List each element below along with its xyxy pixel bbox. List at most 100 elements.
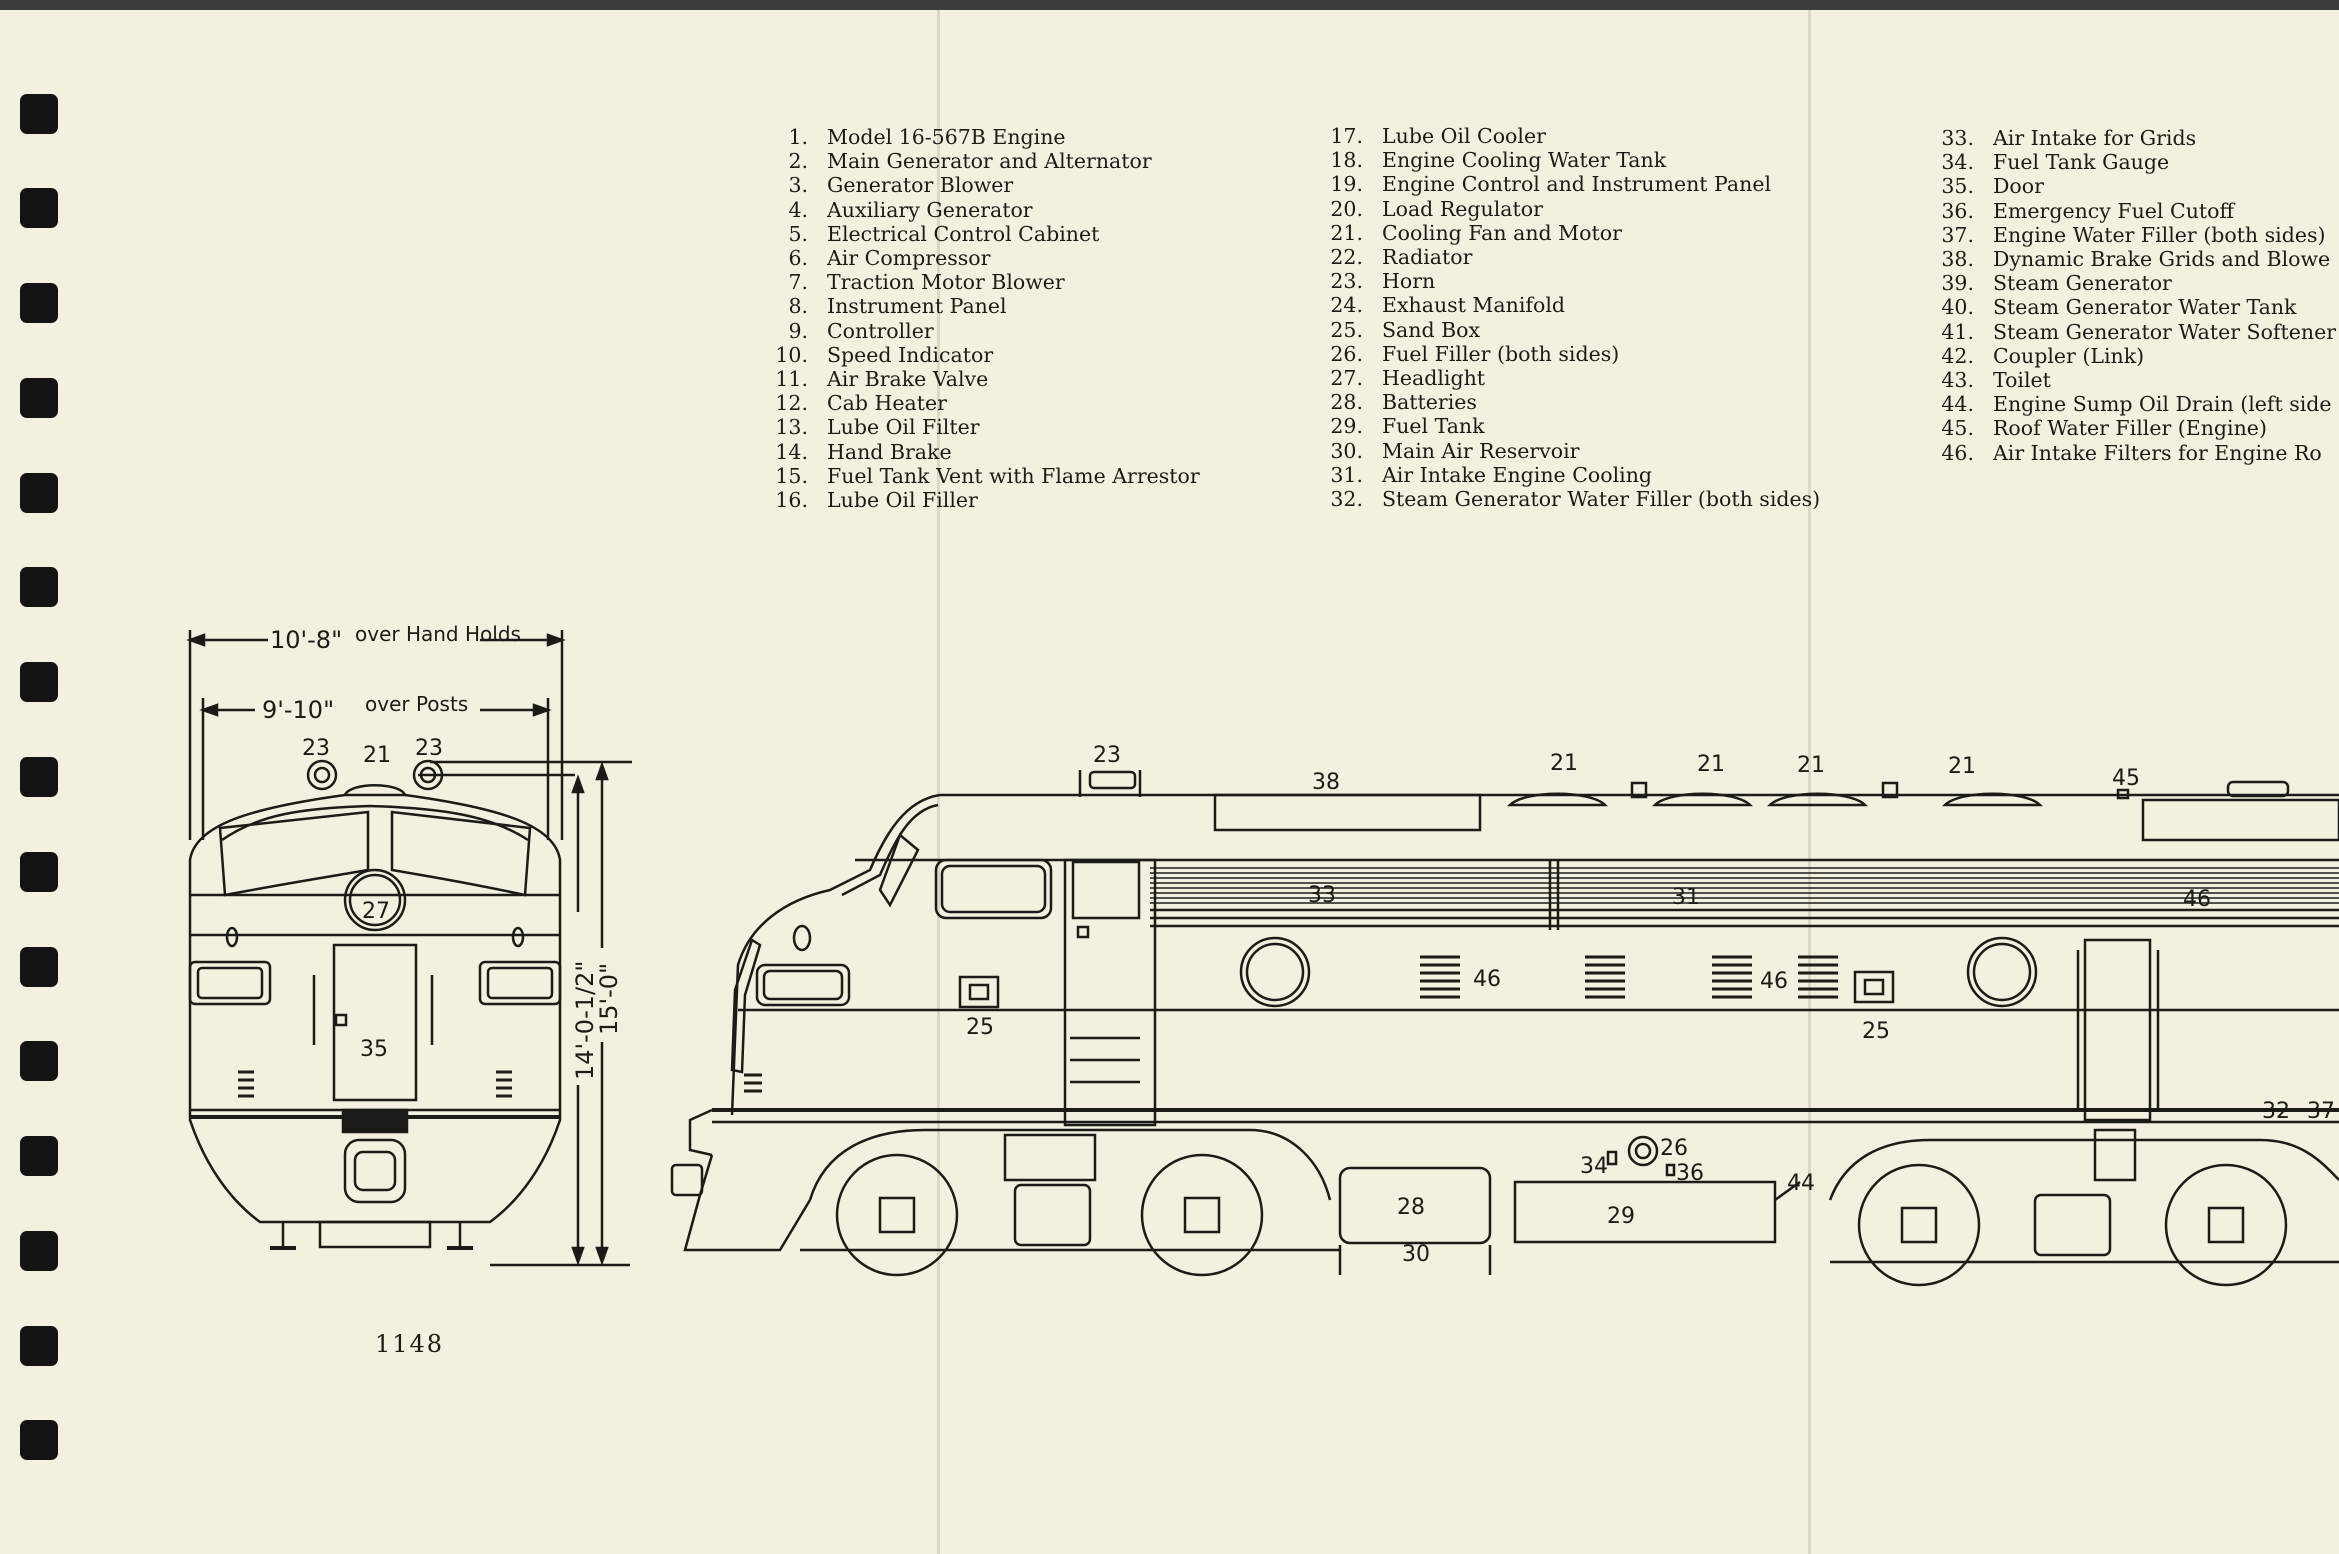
legend-item-number: 15. (775, 463, 808, 488)
binder-hole (20, 947, 58, 987)
callout-fuel-filler: 26 (1660, 1136, 1688, 1161)
legend-item-number: 20. (1330, 196, 1363, 221)
callout-horn-right: 23 (415, 736, 443, 761)
legend-item: 33.Air Intake for Grids (1926, 126, 2339, 150)
binder-hole (20, 94, 58, 134)
legend-item-number: 3. (788, 173, 808, 198)
callout-fan-4: 21 (1948, 754, 1976, 779)
legend-item-label: Lube Oil Cooler (1382, 124, 1546, 148)
legend-item-label: Instrument Panel (827, 294, 1007, 319)
legend-item: 19.Engine Control and Instrument Panel (1318, 172, 1820, 196)
legend-item-label: Steam Generator Water Tank (1993, 295, 2297, 320)
legend-item-number: 40. (1941, 295, 1974, 320)
callout-main-air-reservoir: 30 (1402, 1242, 1430, 1267)
legend-item-label: Radiator (1382, 245, 1473, 270)
callout-roof-water-filler: 45 (2112, 766, 2140, 791)
legend-item: 6.Air Compressor (763, 246, 1200, 270)
legend-item-label: Air Intake Engine Cooling (1382, 462, 1653, 487)
legend-item: 30.Main Air Reservoir (1318, 439, 1820, 463)
legend-item: 42.Coupler (Link) (1926, 344, 2339, 368)
legend-item: 13.Lube Oil Filter (763, 415, 1200, 439)
legend-item: 22. Radiator (1318, 245, 1820, 269)
binder-hole (20, 1326, 58, 1366)
top-edge-bar (0, 0, 2339, 10)
legend-item-label: Engine Control and Instrument Panel (1382, 172, 1772, 197)
callout-steam-generator-filler: 32 (2262, 1099, 2290, 1124)
legend-item: 18.Engine Cooling Water Tank (1318, 148, 1820, 172)
page-fold-line (937, 10, 940, 1554)
legend-item-number: 30. (1330, 438, 1363, 463)
legend-item: 32.Steam Generator Water Filler (both si… (1318, 487, 1820, 511)
legend-item-label: Model 16-567B Engine (827, 125, 1066, 149)
legend-item-number: 7. (788, 270, 808, 295)
legend-item-number: 44. (1941, 392, 1974, 417)
legend-item-label: Cab Heater (827, 391, 947, 416)
legend-item-number: 11. (775, 367, 808, 392)
callout-horn-left: 23 (302, 736, 330, 761)
legend-item-number: 23. (1330, 269, 1363, 294)
callout-fuel-tank: 29 (1607, 1204, 1635, 1229)
binder-hole (20, 1041, 58, 1081)
callout-dynamic-brake-grids: 38 (1312, 770, 1340, 795)
legend-item-number: 16. (775, 488, 808, 513)
rear-truck (1828, 1128, 2339, 1287)
callout-filters-2: 46 (1760, 969, 1788, 994)
callout-air-intake-cooling: 31 (1672, 885, 1700, 910)
legend-item: 37.Engine Water Filler (both sides) (1926, 223, 2339, 247)
legend-item: 21.Cooling Fan and Motor (1318, 221, 1820, 245)
legend-item-number: 29. (1330, 414, 1363, 439)
legend-item-label: Roof Water Filler (Engine) (1993, 416, 2267, 441)
legend-item-number: 8. (788, 294, 808, 319)
callout-filters-1: 46 (1473, 967, 1501, 992)
legend-item-label: Air Compressor (827, 246, 991, 271)
legend-item-label: Air Intake Filters for Engine Ro (1993, 440, 2322, 465)
legend-item: 20.Load Regulator (1318, 197, 1820, 221)
callout-door: 35 (360, 1037, 388, 1062)
legend-item-label: Horn (1382, 269, 1436, 294)
binder-hole (20, 852, 58, 892)
legend-item-number: 33. (1941, 126, 1974, 150)
legend-item-label: Auxiliary Generator (827, 197, 1033, 222)
legend-item-number: 26. (1330, 341, 1363, 366)
height-dimensions (418, 760, 632, 1267)
callout-air-intake-grids: 33 (1308, 883, 1336, 908)
hand-holds-dimension-label: over Hand Holds (355, 622, 521, 646)
posts-dimension-label: over Posts (365, 692, 468, 716)
legend-item-label: Speed Indicator (827, 342, 994, 367)
callout-horn-side: 23 (1093, 743, 1121, 768)
height-dimension-14ft: 14'-0-1/2" (571, 961, 599, 1080)
callout-fan-1: 21 (1550, 751, 1578, 776)
legend-item-number: 36. (1941, 198, 1974, 223)
legend-item-number: 32. (1330, 487, 1363, 512)
legend-item-number: 42. (1941, 343, 1974, 368)
legend-item-label: Engine Water Filler (both sides) (1993, 222, 2326, 247)
legend-item: 2.Main Generator and Alternator (763, 149, 1200, 173)
legend-item-label: Lube Oil Filler (827, 488, 978, 513)
binder-hole (20, 188, 58, 228)
legend-item: 45.Roof Water Filler (Engine) (1926, 416, 2339, 440)
legend-item: 9.Controller (763, 319, 1200, 343)
callout-engine-water-filler: 37 (2307, 1099, 2335, 1124)
legend-item: 39.Steam Generator (1926, 271, 2339, 295)
legend-item-number: 22. (1330, 245, 1363, 270)
legend-item-label: Cooling Fan and Motor (1382, 220, 1622, 245)
front-truck (800, 1128, 1340, 1277)
legend-item: 41.Steam Generator Water Softener (1926, 320, 2339, 344)
legend-item-number: 10. (775, 342, 808, 367)
legend-item-number: 35. (1941, 174, 1974, 199)
fuel-tank-area (1338, 1135, 1801, 1275)
legend-item-number: 38. (1941, 247, 1974, 272)
legend-item-label: Engine Cooling Water Tank (1382, 148, 1667, 173)
legend-item-label: Fuel Filler (both sides) (1382, 341, 1620, 366)
legend-item: 7.Traction Motor Blower (763, 270, 1200, 294)
legend-item-number: 14. (775, 439, 808, 464)
callout-fan-front: 21 (363, 743, 391, 768)
legend-item: 36.Emergency Fuel Cutoff (1926, 199, 2339, 223)
callout-sand-box-front: 25 (966, 1015, 994, 1040)
hand-holds-dimension-value: 10'-8" (270, 626, 342, 654)
legend-item-label: Batteries (1382, 390, 1477, 415)
legend-item-number: 34. (1941, 150, 1974, 175)
legend-item-label: Controller (827, 318, 934, 343)
